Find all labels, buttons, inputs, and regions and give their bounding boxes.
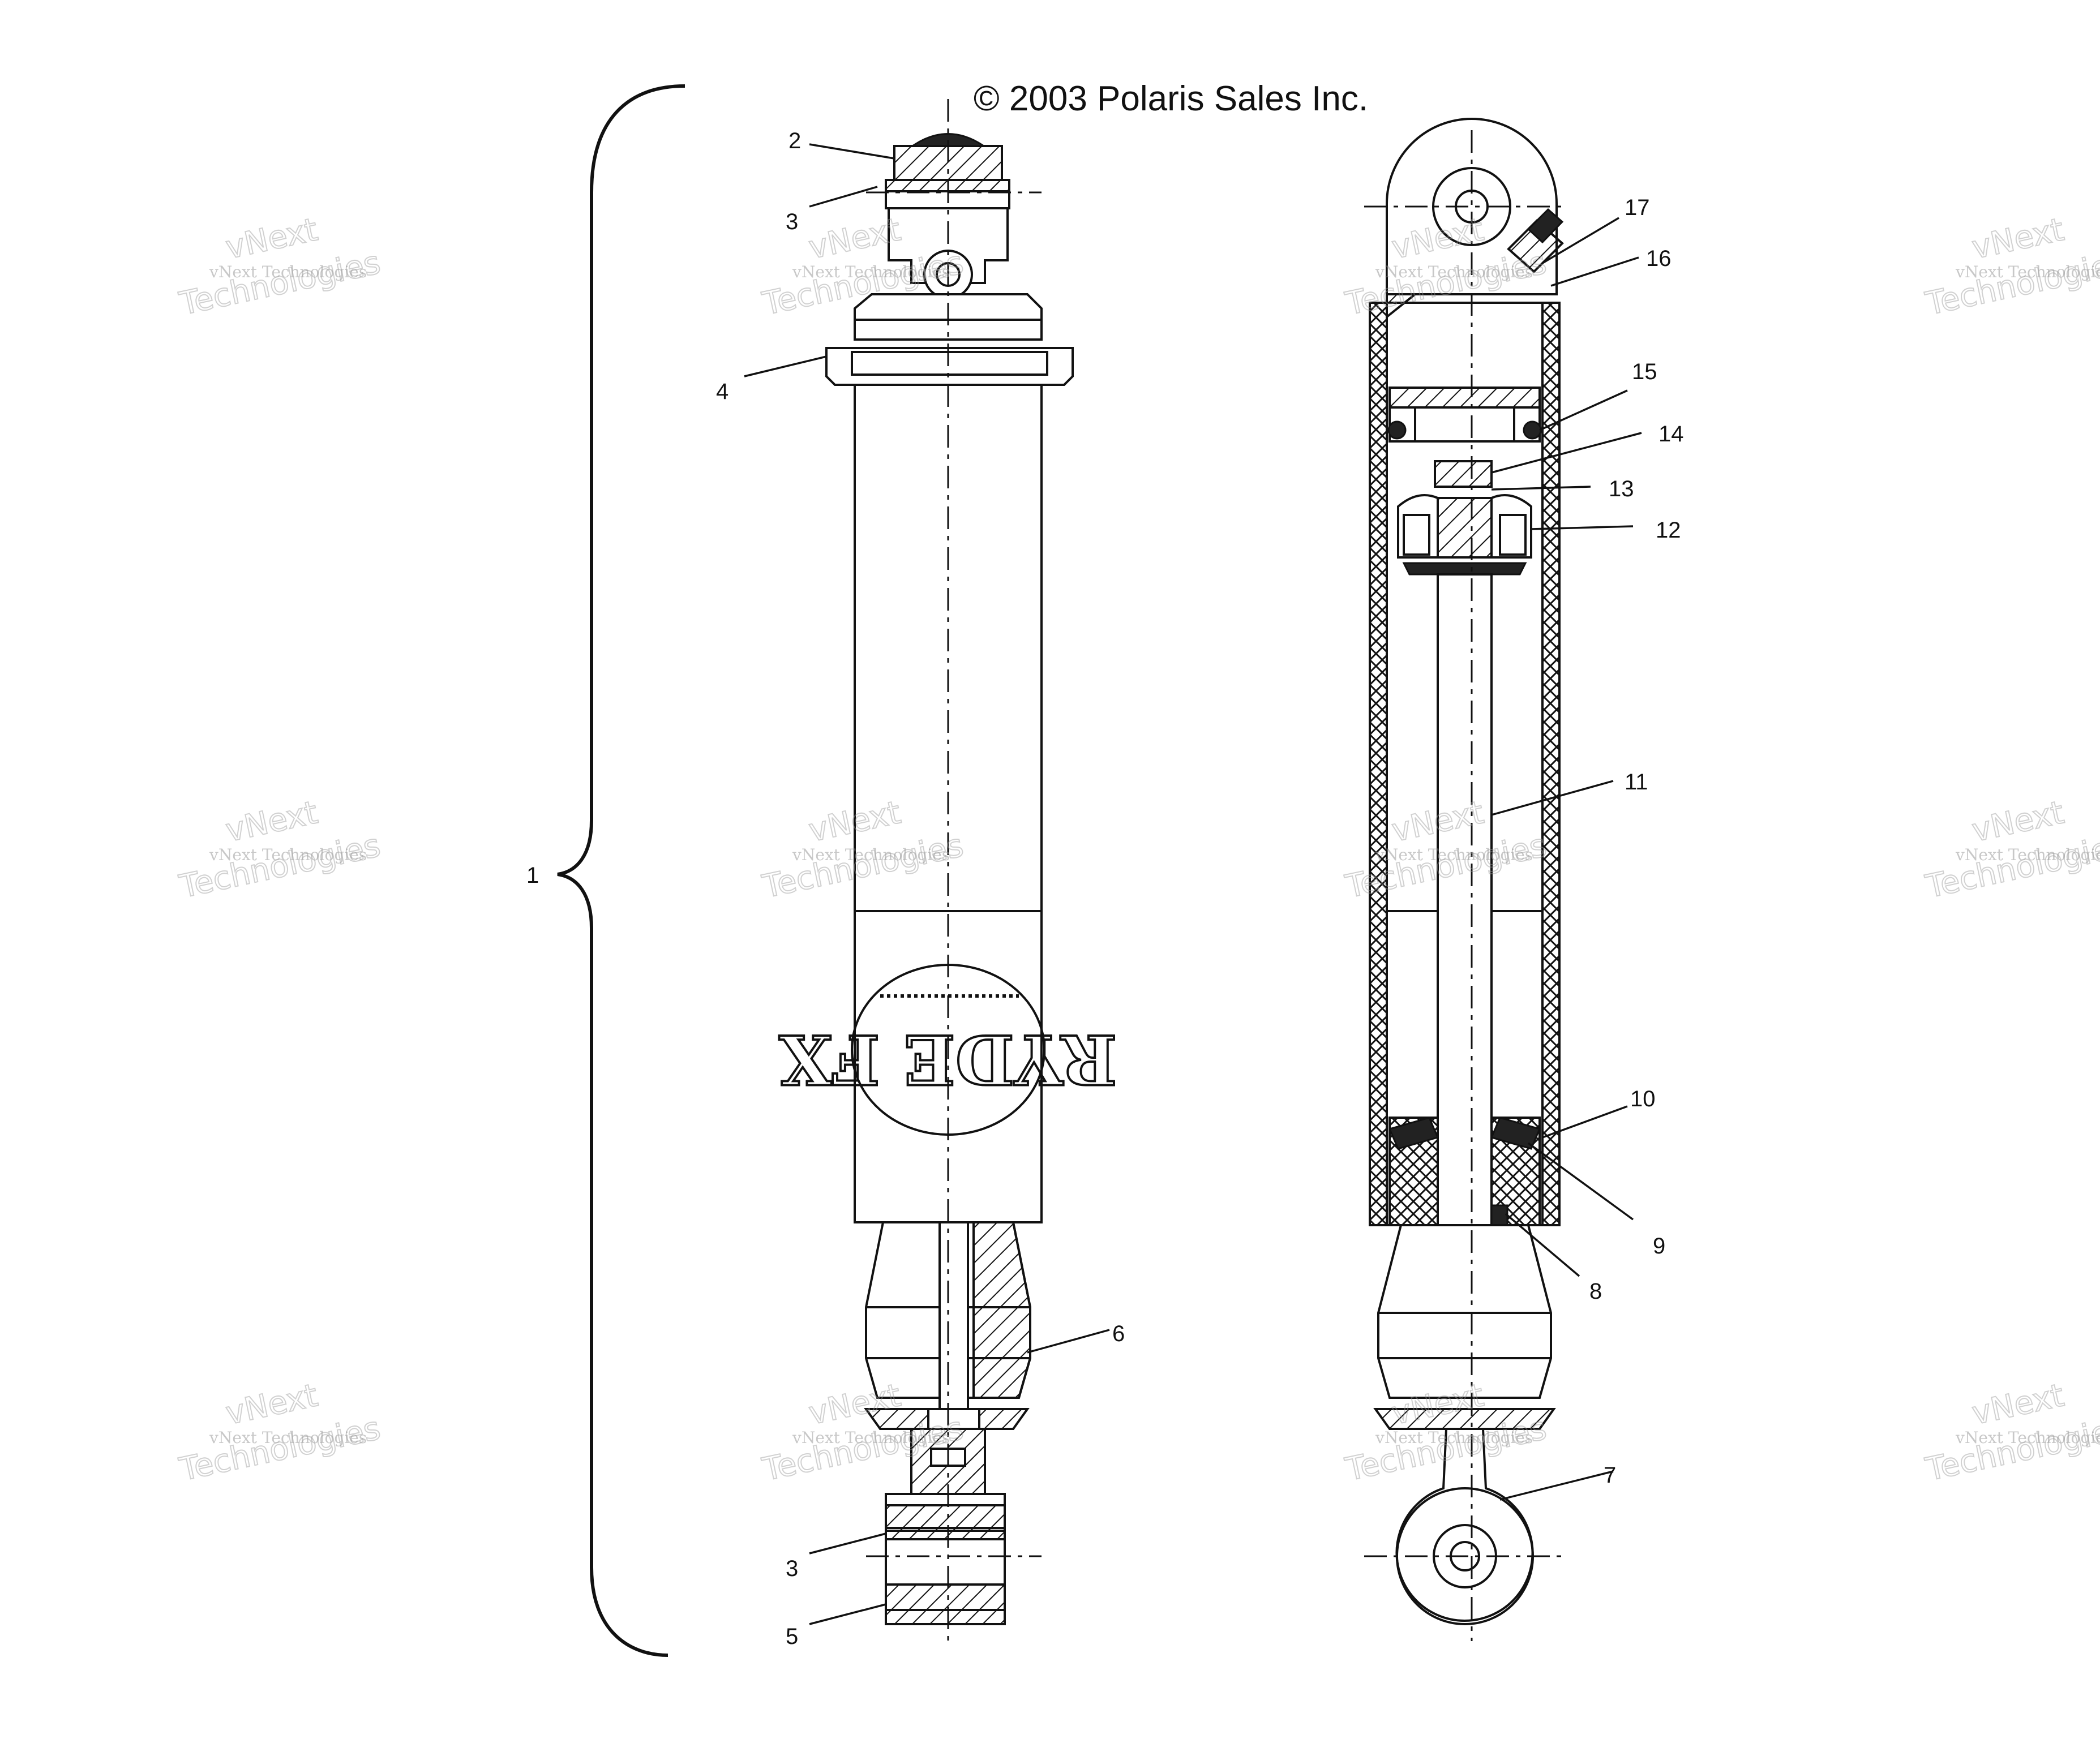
watermark: vNext vNext Technologies Technologies <box>1922 211 2100 323</box>
svg-text:Technologies: Technologies <box>176 1410 383 1489</box>
svg-text:vNext Technologies: vNext Technologies <box>792 1428 950 1447</box>
callout-15: 15 <box>1632 359 1657 384</box>
callout-13: 13 <box>1609 476 1634 501</box>
svg-text:vNext Technologies: vNext Technologies <box>1375 845 1533 864</box>
watermark: vNext vNext Technologies Technologies <box>175 211 384 323</box>
callout-9: 9 <box>1653 1234 1665 1259</box>
callout-4: 4 <box>716 379 728 404</box>
svg-text:vNext: vNext <box>222 211 321 267</box>
callout-5: 5 <box>786 1624 798 1649</box>
svg-text:vNext Technologies: vNext Technologies <box>209 845 367 864</box>
callout-17: 17 <box>1625 195 1650 220</box>
svg-text:vNext: vNext <box>222 794 321 849</box>
svg-text:Technologies: Technologies <box>176 827 383 906</box>
callout-7: 7 <box>1604 1463 1616 1488</box>
svg-text:vNext Technologies: vNext Technologies <box>1955 845 2100 864</box>
svg-text:Technologies: Technologies <box>176 244 383 323</box>
callout-1: 1 <box>526 863 539 888</box>
watermark: vNext vNext Technologies Technologies <box>175 793 384 906</box>
callout-labels: 1 2 3 4 6 3 5 7 8 9 10 11 12 13 14 15 16… <box>526 128 1684 1649</box>
callout-2: 2 <box>788 128 801 153</box>
lower-spacer <box>885 1527 1006 1540</box>
svg-text:vNext Technologies: vNext Technologies <box>1375 1428 1533 1447</box>
shock-exterior-view: RYDE FX <box>778 99 1118 1641</box>
callout-16: 16 <box>1646 246 1672 271</box>
svg-text:vNext Technologies: vNext Technologies <box>1955 1428 2100 1447</box>
svg-text:vNext: vNext <box>222 1377 321 1432</box>
svg-text:vNext Technologies: vNext Technologies <box>209 1428 367 1447</box>
assembly-brace <box>557 84 685 1657</box>
lower-body-section <box>1377 1224 1552 1399</box>
shock-section-view <box>1364 118 1568 1641</box>
piston-shaft <box>1437 573 1493 1226</box>
lower-bushing <box>885 1609 1006 1625</box>
callout-3-top: 3 <box>786 209 798 234</box>
callout-3-bottom: 3 <box>786 1556 798 1581</box>
watermarks: vNext vNext Technologies Technologies vN… <box>175 211 2100 1489</box>
svg-text:vNext: vNext <box>1969 1377 2067 1432</box>
svg-text:vNext Technologies: vNext Technologies <box>209 263 367 281</box>
svg-text:vNext Technologies: vNext Technologies <box>792 845 950 864</box>
svg-text:vNext: vNext <box>1969 794 2067 849</box>
callout-8: 8 <box>1589 1279 1602 1304</box>
svg-text:vNext Technologies: vNext Technologies <box>792 263 950 281</box>
top-mount <box>888 207 1009 284</box>
callout-10: 10 <box>1630 1087 1656 1111</box>
svg-text:vNext Technologies: vNext Technologies <box>1955 263 2100 281</box>
svg-text:vNext: vNext <box>1969 211 2067 267</box>
watermark: vNext vNext Technologies Technologies <box>175 1376 384 1489</box>
callout-11: 11 <box>1625 770 1648 795</box>
callout-6: 6 <box>1112 1321 1125 1346</box>
watermark: vNext vNext Technologies Technologies <box>1922 1376 2100 1489</box>
callout-12: 12 <box>1656 518 1681 543</box>
shaft-nut <box>1434 460 1493 488</box>
watermark: vNext vNext Technologies Technologies <box>1922 793 2100 906</box>
copyright-notice: © 2003 Polaris Sales Inc. <box>974 79 1368 118</box>
callout-leaders <box>744 143 1642 1625</box>
piston-o-ring <box>1387 420 1407 440</box>
svg-text:vNext Technologies: vNext Technologies <box>1375 263 1533 281</box>
callout-14: 14 <box>1658 422 1684 446</box>
